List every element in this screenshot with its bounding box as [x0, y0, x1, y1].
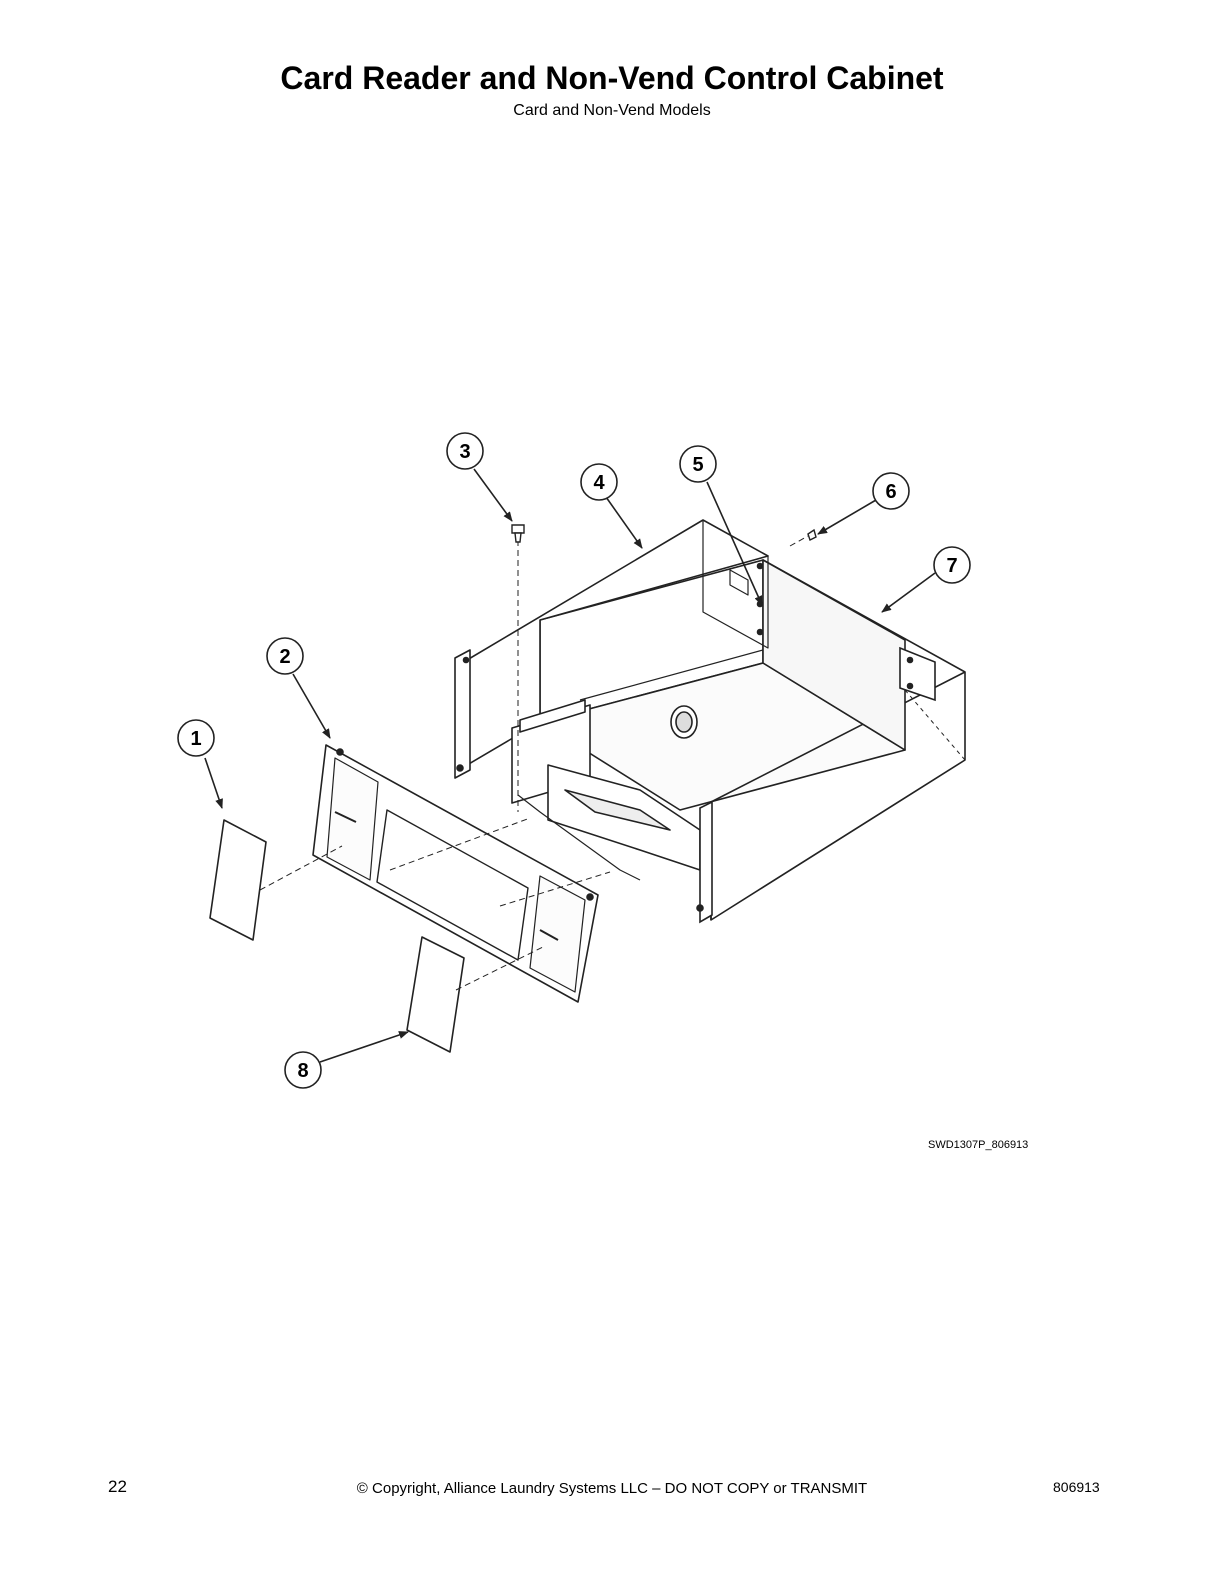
- document-number: 806913: [1053, 1479, 1100, 1495]
- page-subtitle: Card and Non-Vend Models: [513, 102, 711, 119]
- callout-3-label: 3: [459, 441, 470, 463]
- callout-1: 1: [177, 719, 215, 757]
- cabinet-body: [539, 559, 966, 921]
- callout-1-label: 1: [190, 728, 201, 750]
- assembly-lines: [259, 535, 809, 991]
- page-title: Card Reader and Non-Vend Control Cabinet: [280, 60, 944, 96]
- callout-5-label: 5: [692, 454, 703, 476]
- callout-2-label: 2: [279, 646, 290, 668]
- overlay-label-8: [406, 936, 465, 1053]
- callout-4: 4: [580, 463, 618, 501]
- callout-6-label: 6: [885, 481, 896, 503]
- callout-3: 3: [446, 432, 484, 470]
- reader-mount-bracket: [511, 649, 764, 881]
- callout-leaders: [204, 468, 936, 1063]
- callout-4-label: 4: [593, 472, 605, 494]
- callout-2: 2: [266, 637, 304, 675]
- callout-7: 7: [933, 546, 971, 584]
- front-control-panel: [312, 744, 599, 1003]
- callout-8: 8: [284, 1051, 322, 1089]
- copyright-notice: © Copyright, Alliance Laundry Systems LL…: [356, 1480, 868, 1497]
- callout-8-label: 8: [297, 1060, 308, 1082]
- small-screw: [807, 528, 817, 541]
- right-mounting-flange: [696, 646, 936, 924]
- left-side-panel: [454, 519, 769, 779]
- page-number: 22: [108, 1477, 127, 1496]
- callout-5: 5: [679, 445, 717, 483]
- callout-6: 6: [872, 472, 910, 510]
- drawing-id: SWD1307P_806913: [928, 1139, 1029, 1151]
- callout-7-label: 7: [946, 555, 957, 577]
- mounting-screw: [511, 524, 525, 543]
- overlay-label-1: [209, 819, 267, 941]
